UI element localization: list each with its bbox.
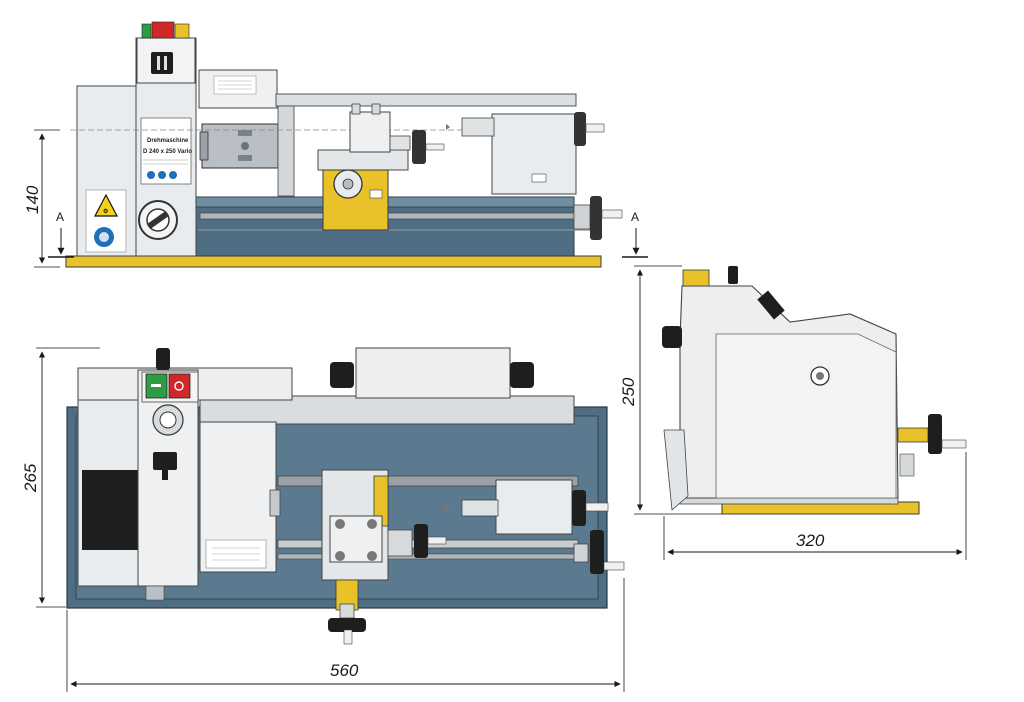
front-leadscrew (199, 212, 597, 220)
plate-subtitle: D 240 x 250 Vario (143, 149, 192, 155)
dimension-height-side: 250 (619, 377, 638, 407)
dimension-height-front: 140 (23, 185, 42, 214)
section-mark-right: A (631, 210, 639, 224)
dimension-depth-top: 265 (21, 463, 40, 493)
top-tailstock (495, 479, 573, 535)
front-base-tray (65, 255, 602, 268)
svg-text:⚙: ⚙ (103, 208, 108, 215)
side-view (662, 266, 967, 515)
front-compound-slide (317, 149, 409, 171)
warning-triangle-icon (94, 193, 118, 217)
stop-button-icon[interactable] (168, 373, 191, 399)
dimension-length: 560 (330, 661, 359, 680)
front-dimensions: 140 A A (23, 129, 648, 268)
top-motor-vent (82, 470, 138, 550)
plate-title: Drehmaschine (147, 138, 189, 144)
top-view (66, 347, 625, 645)
top-dimensions: 265 560 (21, 347, 625, 692)
front-view: Drehmaschine D 240 x 250 Vario ⚙ (65, 21, 623, 268)
dimension-width-side: 320 (796, 531, 825, 550)
top-bed-ways (277, 475, 579, 487)
side-dimensions: 250 320 (619, 265, 967, 560)
section-mark-left: A (56, 210, 64, 224)
